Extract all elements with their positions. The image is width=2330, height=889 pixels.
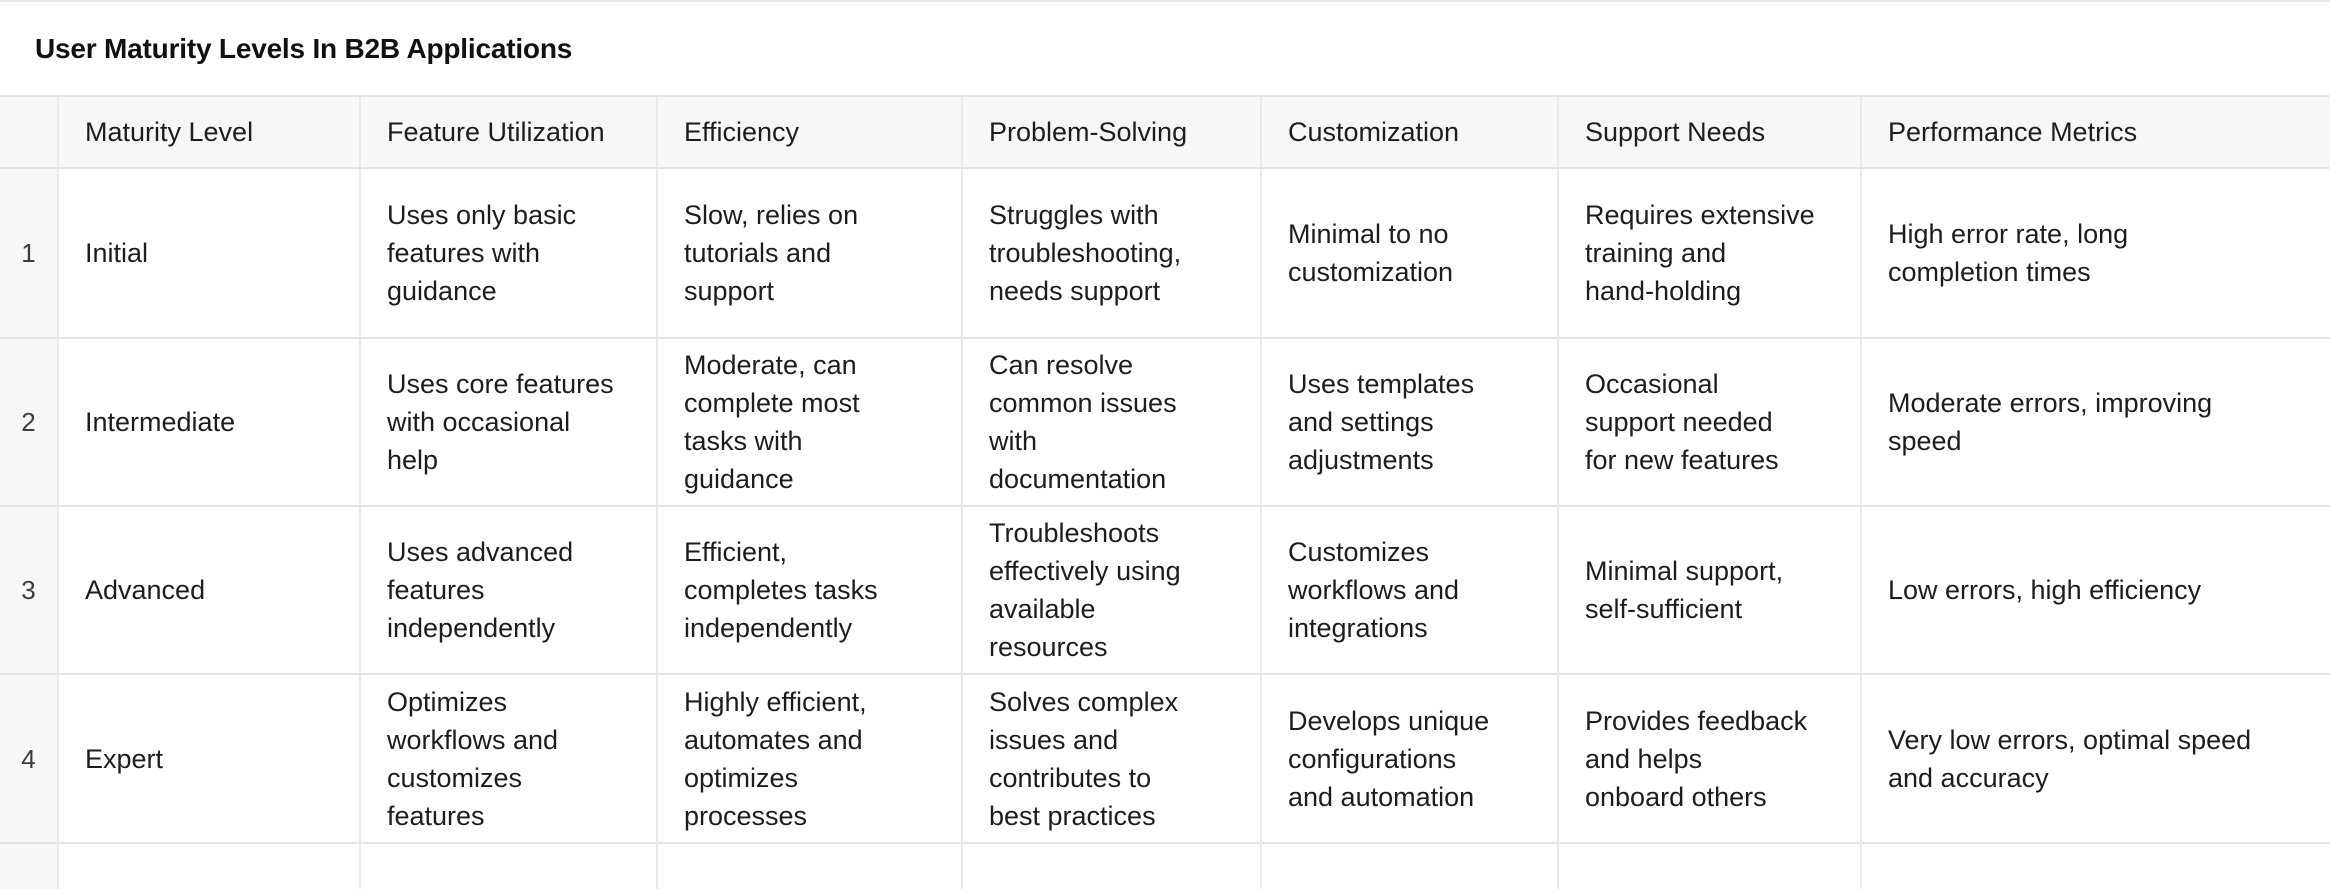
cell-problem-solving[interactable]: Solves complex issues and contributes to… (963, 675, 1262, 844)
cell-support-needs[interactable]: Requires extensive training and hand-hol… (1559, 169, 1862, 339)
row-number[interactable]: 4 (0, 675, 59, 844)
cell-empty (59, 844, 361, 889)
cell-efficiency[interactable]: Highly efficient, automates and optimize… (658, 675, 963, 844)
cell-problem-solving[interactable]: Can resolve common issues with documenta… (963, 339, 1262, 507)
cell-efficiency[interactable]: Moderate, can complete most tasks with g… (658, 339, 963, 507)
column-header-customization[interactable]: Customization (1262, 97, 1559, 169)
column-header-performance-metrics[interactable]: Performance Metrics (1862, 97, 2330, 169)
cell-support-needs[interactable]: Provides feedback and helps onboard othe… (1559, 675, 1862, 844)
cell-performance-metrics[interactable]: Low errors, high efficiency (1862, 507, 2330, 675)
row-number[interactable]: 1 (0, 169, 59, 339)
row-number[interactable]: 2 (0, 339, 59, 507)
cell-customization[interactable]: Develops unique configurations and autom… (1262, 675, 1559, 844)
cell-support-needs[interactable]: Minimal support, self-sufficient (1559, 507, 1862, 675)
cell-feature-utilization[interactable]: Optimizes workflows and customizes featu… (361, 675, 658, 844)
cell-feature-utilization[interactable]: Uses advanced features independently (361, 507, 658, 675)
cell-performance-metrics[interactable]: Very low errors, optimal speed and accur… (1862, 675, 2330, 844)
cell-maturity-level[interactable]: Advanced (59, 507, 361, 675)
cell-empty (1559, 844, 1862, 889)
column-header-problem-solving[interactable]: Problem-Solving (963, 97, 1262, 169)
cell-empty (963, 844, 1262, 889)
cell-feature-utilization[interactable]: Uses core features with occasional help (361, 339, 658, 507)
cell-maturity-level[interactable]: Initial (59, 169, 361, 339)
cell-empty (1262, 844, 1559, 889)
cell-empty (361, 844, 658, 889)
cell-empty (658, 844, 963, 889)
cell-empty (1862, 844, 2330, 889)
cell-performance-metrics[interactable]: Moderate errors, improving speed (1862, 339, 2330, 507)
page-title: User Maturity Levels In B2B Applications (35, 33, 573, 64)
cell-customization[interactable]: Minimal to no customization (1262, 169, 1559, 339)
cell-customization[interactable]: Customizes workflows and integrations (1262, 507, 1559, 675)
cell-maturity-level[interactable]: Intermediate (59, 339, 361, 507)
cell-maturity-level[interactable]: Expert (59, 675, 361, 844)
top-divider (0, 0, 2330, 2)
cell-problem-solving[interactable]: Struggles with troubleshooting, needs su… (963, 169, 1262, 339)
cell-problem-solving[interactable]: Troubleshoots effectively using availabl… (963, 507, 1262, 675)
column-header-maturity-level[interactable]: Maturity Level (59, 97, 361, 169)
cell-feature-utilization[interactable]: Uses only basic features with guidance (361, 169, 658, 339)
cell-efficiency[interactable]: Efficient, completes tasks independently (658, 507, 963, 675)
cell-support-needs[interactable]: Occasional support needed for new featur… (1559, 339, 1862, 507)
column-header-efficiency[interactable]: Efficiency (658, 97, 963, 169)
data-table: Maturity Level Feature Utilization Effic… (0, 95, 2330, 889)
row-number[interactable]: 3 (0, 507, 59, 675)
column-header-feature-utilization[interactable]: Feature Utilization (361, 97, 658, 169)
column-header-blank[interactable] (0, 97, 59, 169)
cell-customization[interactable]: Uses templates and settings adjustments (1262, 339, 1559, 507)
cell-performance-metrics[interactable]: High error rate, long completion times (1862, 169, 2330, 339)
cell-empty (0, 844, 59, 889)
cell-efficiency[interactable]: Slow, relies on tutorials and support (658, 169, 963, 339)
column-header-support-needs[interactable]: Support Needs (1559, 97, 1862, 169)
